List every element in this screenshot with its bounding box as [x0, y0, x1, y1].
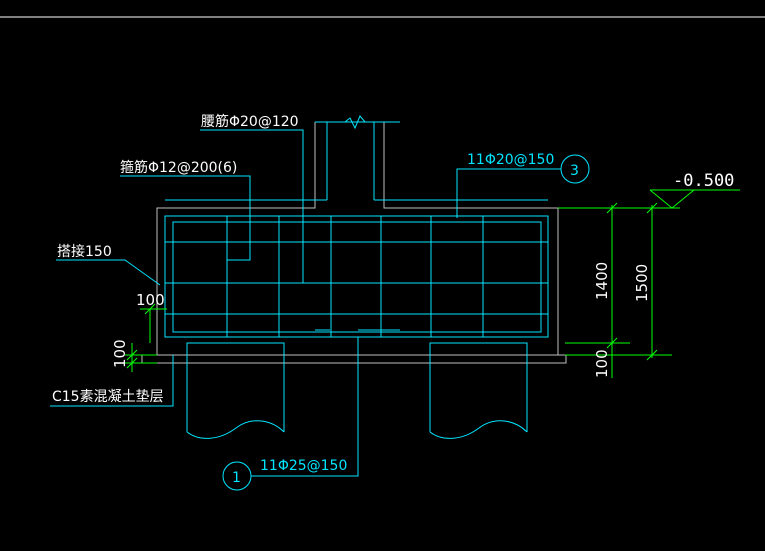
dim-left-bedding: 100: [111, 339, 129, 368]
dim-left-cover: 100: [136, 291, 165, 309]
leader-top-bar: [456, 154, 590, 218]
dim-bottom-gap: 100: [593, 349, 611, 378]
marker-1-text: 1: [232, 470, 241, 486]
right-dimensions: [558, 202, 680, 378]
dim-depth-total: 1500: [633, 264, 651, 302]
label-top-bar: 11Φ20@150: [467, 152, 554, 168]
left-dimensions: [125, 303, 167, 372]
pile-right: [429, 342, 528, 439]
label-bottom-bar: 11Φ25@150: [260, 458, 347, 474]
pile-left: [186, 342, 285, 439]
leader-bedding: [50, 355, 174, 407]
label-bedding: C15素混凝土垫层: [52, 389, 164, 405]
elevation-text: -0.500: [673, 171, 734, 191]
label-waist-bar: 腰筋Φ20@120: [201, 113, 299, 130]
leader-bottom-bar: [222, 337, 359, 491]
leader-stirrup: [120, 175, 251, 261]
bedding-layer: [141, 354, 567, 364]
rebar-cage: [164, 215, 549, 338]
dim-depth-inner: 1400: [593, 262, 611, 300]
leader-lap: [56, 259, 161, 286]
leader-waist-bar: [200, 129, 304, 283]
marker-3-text: 3: [570, 163, 579, 179]
label-lap: 搭接150: [57, 243, 112, 260]
elevation-marker: [649, 189, 740, 209]
label-stirrup: 箍筋Φ12@200(6): [120, 159, 237, 176]
column-above: [165, 115, 548, 201]
